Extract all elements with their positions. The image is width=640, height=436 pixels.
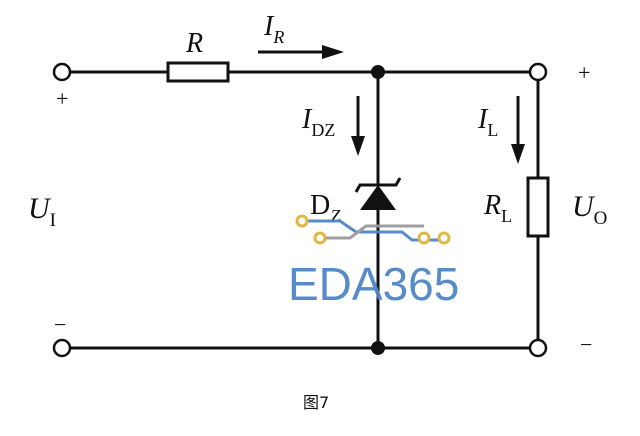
load-resistor — [526, 176, 550, 238]
label-ui: UI — [28, 192, 56, 231]
arrow-idz — [351, 96, 365, 156]
arrow-ir — [258, 45, 344, 59]
label-uo: UO — [572, 190, 607, 229]
input-terminal-bottom — [52, 338, 72, 358]
plus-right: + — [578, 60, 590, 85]
plus-left: + — [56, 86, 68, 111]
arrow-il — [511, 96, 525, 164]
junction-bottom — [371, 341, 385, 355]
label-dz: DZ — [310, 190, 341, 226]
watermark-logo: EDA365 — [288, 214, 459, 310]
output-terminal-top — [528, 62, 548, 82]
figure-caption: 图7 — [303, 393, 329, 412]
minus-right: − — [580, 332, 592, 357]
label-ir: IR — [263, 11, 284, 47]
label-r: R — [185, 28, 203, 59]
watermark-text: EDA365 — [288, 258, 459, 310]
resistor-r — [166, 61, 230, 83]
minus-left: − — [54, 312, 66, 337]
input-terminal-top — [52, 62, 72, 82]
label-il: IL — [477, 104, 498, 140]
label-idz: IDZ — [301, 104, 335, 140]
label-rl: RL — [483, 190, 512, 226]
junction-top — [371, 65, 385, 79]
zener-diode — [354, 177, 402, 210]
output-terminal-bottom — [528, 338, 548, 358]
